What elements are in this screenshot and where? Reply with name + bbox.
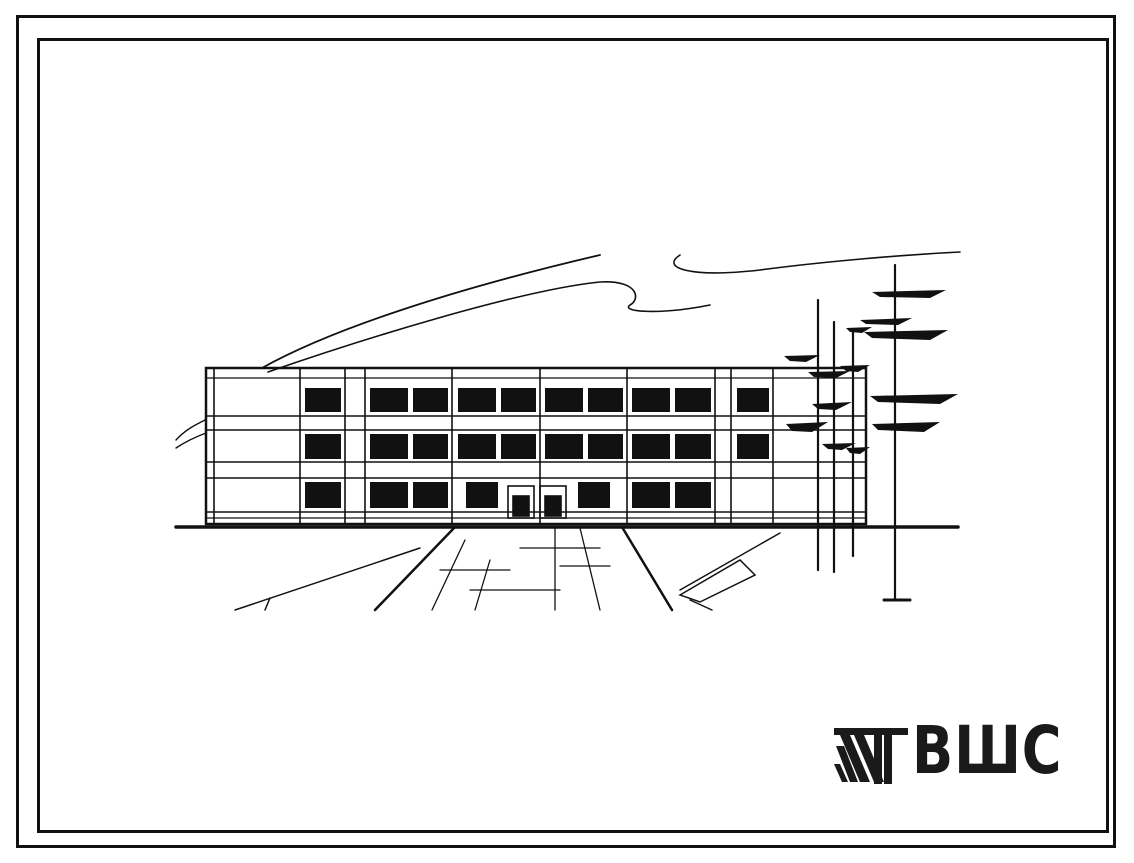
lawn-lines (234, 532, 781, 611)
vshs-logo: ВШС (834, 718, 1074, 794)
walkway-paving (431, 527, 611, 611)
tree-foliage (784, 290, 958, 454)
logo-text: ВШС (912, 712, 1063, 789)
cloud-line (175, 432, 207, 449)
outer-frame-border (16, 15, 1116, 848)
building-facade (204, 366, 868, 526)
inner-frame-border (37, 38, 1109, 833)
flag-poles (816, 263, 912, 602)
cloud-line (673, 251, 961, 274)
windows (305, 388, 769, 508)
tw-monogram-icon (834, 728, 908, 784)
cloud-line (267, 281, 711, 373)
cloud-line (261, 254, 601, 369)
walkway (373, 525, 674, 612)
cloud-line (175, 419, 206, 441)
entrance-doors (507, 485, 567, 519)
